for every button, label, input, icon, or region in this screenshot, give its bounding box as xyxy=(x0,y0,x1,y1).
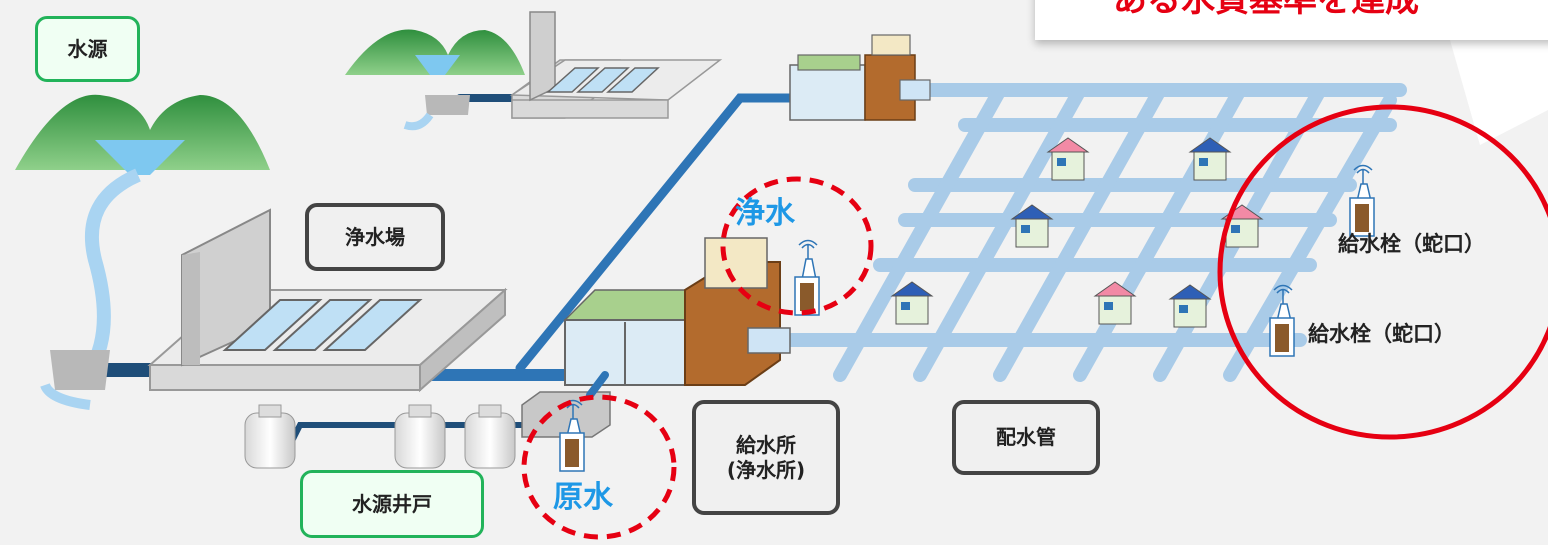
distribution-pipe-label: 配水管 xyxy=(952,400,1100,475)
raw-water-text: 原水 xyxy=(553,480,613,515)
callout-tail xyxy=(1450,40,1548,145)
mountain-dam-small xyxy=(345,29,525,131)
source-well-label: 水源井戸 xyxy=(300,470,484,538)
well-tanks xyxy=(244,404,516,469)
hydrant-label-1: 給水栓（蛇口） xyxy=(1338,232,1485,256)
mountain-dam-large xyxy=(15,94,270,410)
purification-plant-large xyxy=(147,208,508,393)
hydrant-circle xyxy=(1217,104,1548,440)
source-label: 水源 xyxy=(35,16,140,82)
quality-callout: ある水質基準を達成 xyxy=(1035,0,1548,40)
purification-plant-label: 浄水場 xyxy=(305,203,445,271)
supply-station-large xyxy=(563,237,791,386)
well-pump xyxy=(521,371,611,438)
treated-water-text: 浄水 xyxy=(735,196,795,231)
supply-station-label: 給水所 (浄水所) xyxy=(692,400,840,515)
supply-station-small xyxy=(789,34,931,121)
raw-water-circle xyxy=(521,394,677,540)
purification-plant-small xyxy=(509,11,723,119)
hydrant-label-2: 給水栓（蛇口） xyxy=(1308,322,1455,346)
callout-text: ある水質基準を達成 xyxy=(1113,0,1419,20)
sensor-devices xyxy=(559,164,1375,472)
treated-water-circle xyxy=(720,176,874,316)
